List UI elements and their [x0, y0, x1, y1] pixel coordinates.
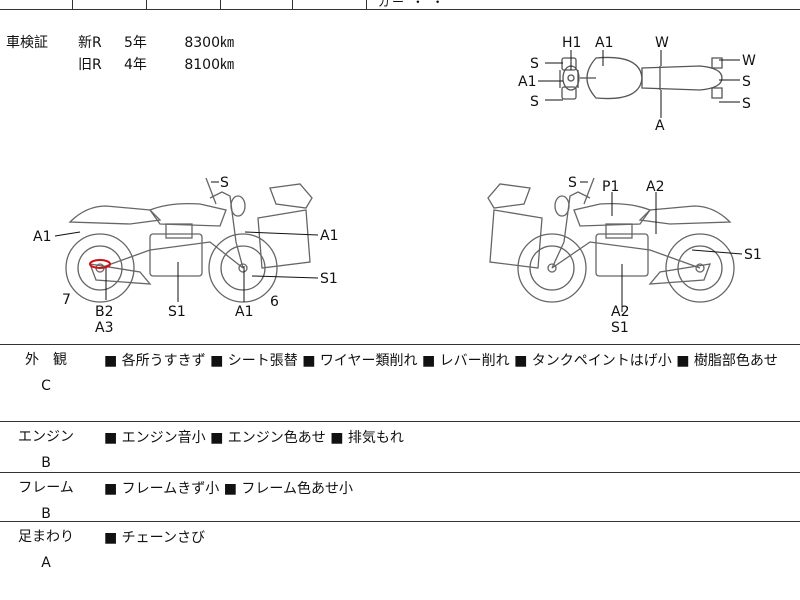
condition-category: 足まわり A	[0, 526, 92, 574]
certificate-years: 4年	[124, 57, 147, 73]
label-left-num-7: 7	[62, 292, 71, 308]
grade-label: B	[41, 455, 51, 471]
label-left-a1-bottom: A1	[235, 304, 253, 320]
condition-category: エンジン B	[0, 426, 92, 474]
label-left-s1-right: S1	[320, 271, 338, 287]
label-left-s1-bottom: S1	[168, 304, 186, 320]
label-left-b2: B2	[95, 304, 114, 320]
category-label: エンジン	[18, 429, 74, 445]
label-right-a2-bottom: A2	[611, 304, 629, 320]
label-top-s-right-upper: S	[742, 74, 751, 90]
label-left-num-6: 6	[270, 294, 279, 310]
inspection-certificate: 車検証 新R 5年 8300㎞ 旧R 4年 8100㎞	[6, 32, 234, 76]
motorcycle-diagram: S A1 S H1 A1 W A W S S	[33, 35, 762, 336]
condition-description: ■ エンジン音小 ■ エンジン色あせ ■ 排気もれ	[104, 430, 404, 446]
top-fragment-text: ガー ・ ・	[378, 0, 446, 9]
grade-label: C	[41, 378, 51, 394]
certificate-type: 旧R	[78, 57, 102, 73]
condition-category: フレーム B	[0, 477, 92, 525]
label-top-s-upper-left: S	[530, 56, 539, 72]
certificate-type: 新R	[78, 35, 102, 51]
category-label: 外 観	[25, 352, 67, 368]
damage-diagram-section: 車検証 新R 5年 8300㎞ 旧R 4年 8100㎞	[0, 10, 800, 345]
condition-category: 外 観 C	[0, 349, 92, 397]
label-left-a3: A3	[95, 320, 113, 336]
label-top-a1: A1	[595, 35, 613, 51]
table-divider	[220, 0, 221, 9]
condition-row-exterior: 外 観 C ■ 各所うすきず ■ シート張替 ■ ワイヤー類削れ ■ レバー削れ…	[0, 345, 800, 422]
top-table-strip: ガー ・ ・	[0, 0, 800, 10]
label-right-s-top: S	[568, 175, 577, 191]
condition-row-engine: エンジン B ■ エンジン音小 ■ エンジン色あせ ■ 排気もれ	[0, 422, 800, 473]
label-left-a1-rear: A1	[33, 229, 51, 245]
grade-label: A	[41, 555, 51, 571]
top-view-leaders	[538, 50, 740, 118]
label-top-w-right: W	[742, 53, 756, 69]
condition-description: ■ 各所うすきず ■ シート張替 ■ ワイヤー類削れ ■ レバー削れ ■ タンク…	[104, 353, 778, 369]
label-right-s1-bottom: S1	[611, 320, 629, 336]
left-view-leaders	[54, 181, 319, 302]
label-right-p1: P1	[602, 179, 619, 195]
condition-description: ■ フレームきず小 ■ フレーム色あせ小	[104, 481, 353, 497]
condition-row-frame: フレーム B ■ フレームきず小 ■ フレーム色あせ小	[0, 473, 800, 522]
certificate-km: 8100㎞	[184, 57, 234, 73]
certificate-years: 5年	[124, 35, 147, 51]
certificate-row-new: 車検証 新R 5年 8300㎞	[6, 32, 234, 54]
grade-label: B	[41, 506, 51, 522]
label-top-a-bottom: A	[655, 118, 665, 134]
label-right-s1-right: S1	[744, 247, 762, 263]
table-divider	[146, 0, 147, 9]
label-top-s-right-lower: S	[742, 96, 751, 112]
right-view-leaders	[580, 181, 743, 312]
right-side-motorcycle	[487, 177, 735, 303]
certificate-label: 車検証	[6, 35, 48, 51]
label-top-h1: H1	[562, 35, 581, 51]
left-side-motorcycle	[65, 177, 313, 303]
label-right-a2: A2	[646, 179, 664, 195]
damage-mark	[89, 259, 111, 269]
category-label: フレーム	[18, 480, 74, 496]
label-top-a1-left: A1	[518, 74, 536, 90]
label-left-s-top: S	[220, 175, 229, 191]
table-divider	[366, 0, 367, 9]
condition-row-suspension: 足まわり A ■ チェーンさび	[0, 522, 800, 600]
category-label: 足まわり	[18, 529, 74, 545]
certificate-km: 8300㎞	[184, 35, 234, 51]
table-divider	[292, 0, 293, 9]
top-view-motorcycle	[559, 56, 723, 100]
label-left-a1-tank: A1	[320, 228, 338, 244]
certificate-row-old: 旧R 4年 8100㎞	[6, 54, 234, 76]
label-top-s-lower-left: S	[530, 94, 539, 110]
label-top-w-center: W	[655, 35, 669, 51]
condition-description: ■ チェーンさび	[104, 530, 205, 546]
table-divider	[72, 0, 73, 9]
